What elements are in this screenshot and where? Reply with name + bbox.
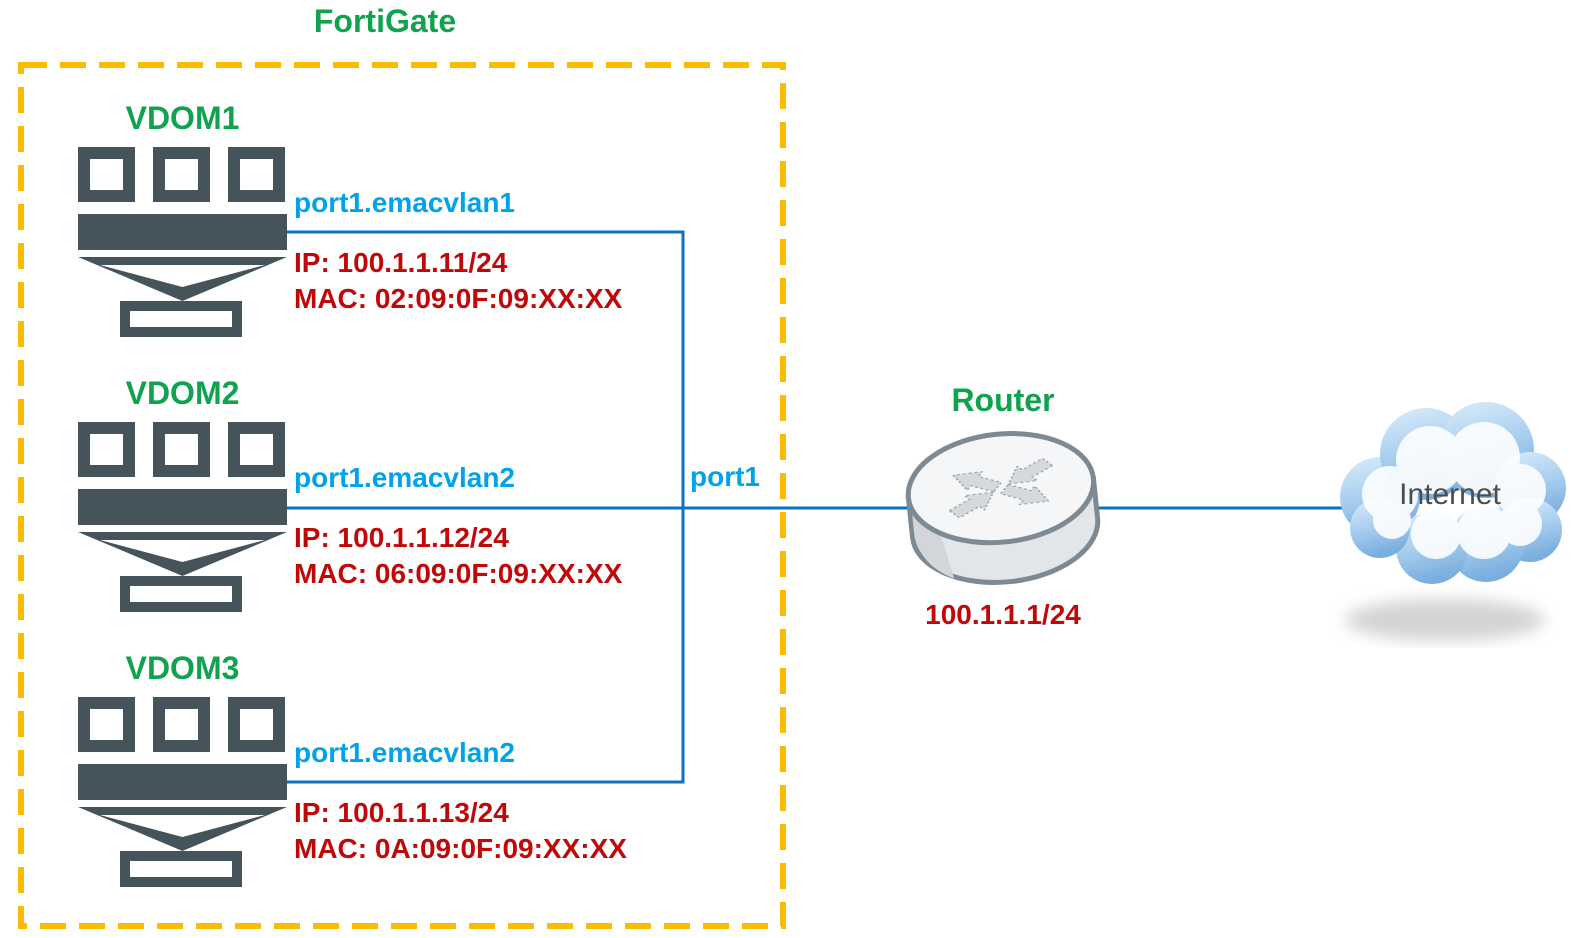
port1-junction-label: port1 (690, 461, 760, 492)
vdom2-label: VDOM2 (125, 375, 240, 411)
cloud-shadow (1345, 599, 1545, 641)
router-label: Router (951, 382, 1055, 418)
vdom3-label: VDOM3 (125, 650, 240, 686)
vdom3-firewall-icon (78, 697, 287, 887)
internet-label: Internet (1399, 478, 1501, 511)
router-icon (905, 431, 1101, 585)
vdom2-firewall-icon (78, 422, 287, 612)
vdom1-group: VDOM1 port1.emacvlan1 IP: 100.1.1.11/24 … (78, 100, 698, 345)
vdom3-port-label: port1.emacvlan2 (294, 737, 515, 768)
vdom1-ip-label: IP: 100.1.1.11/24 (294, 247, 508, 278)
internet-cloud-icon (1340, 402, 1566, 641)
vdom1-label: VDOM1 (125, 100, 240, 136)
vdom3-ip-label: IP: 100.1.1.13/24 (294, 797, 509, 828)
vdom2-port-label: port1.emacvlan2 (294, 462, 515, 493)
vdom1-firewall-icon (78, 147, 287, 337)
router-ip-label: 100.1.1.1/24 (925, 599, 1081, 630)
vdom2-group: VDOM2 port1.emacvlan2 IP: 100.1.1.12/24 … (78, 375, 698, 620)
fortigate-title: FortiGate (313, 3, 457, 39)
vdom2-mac-label: MAC: 06:09:0F:09:XX:XX (294, 558, 623, 589)
vdom3-mac-label: MAC: 0A:09:0F:09:XX:XX (294, 833, 627, 864)
vdom1-port-label: port1.emacvlan1 (294, 187, 515, 218)
vdom3-group: VDOM3 port1.emacvlan2 IP: 100.1.1.13/24 … (78, 650, 698, 895)
vdom2-ip-label: IP: 100.1.1.12/24 (294, 522, 509, 553)
vdom1-mac-label: MAC: 02:09:0F:09:XX:XX (294, 283, 623, 314)
fortigate-boundary-box (18, 62, 786, 929)
